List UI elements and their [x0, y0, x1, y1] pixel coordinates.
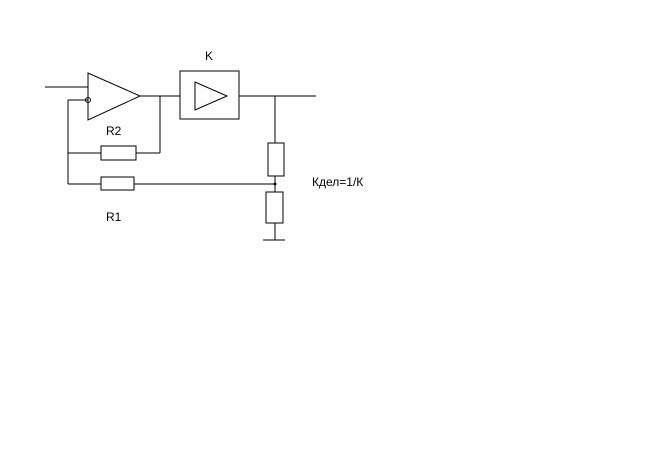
amplifier-k-box — [179, 70, 240, 120]
divider-tap-node — [273, 182, 277, 186]
r2-label: R2 — [106, 124, 122, 138]
divider-ratio-label: Кдел=1/К — [312, 175, 363, 189]
r1-label: R1 — [106, 210, 122, 224]
amplifier-k-triangle — [194, 81, 229, 111]
divider-upper-resistor — [267, 142, 285, 177]
divider-lower-resistor — [265, 191, 284, 224]
r1-resistor — [100, 176, 135, 191]
opamp-triangle — [87, 72, 142, 121]
amplifier-label: K — [205, 49, 213, 63]
r2-resistor — [100, 145, 137, 161]
